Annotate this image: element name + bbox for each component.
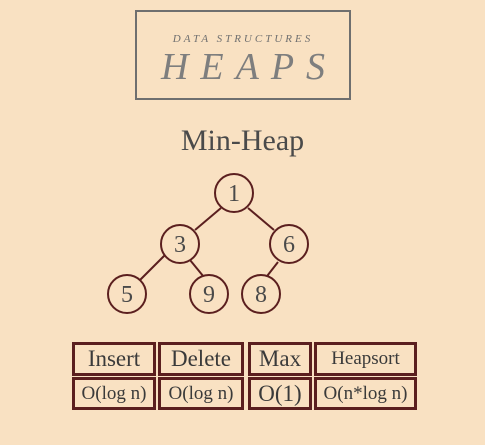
tree-nodes: [107, 173, 309, 314]
header-heapsort: Heapsort: [314, 342, 417, 376]
edge-1-3: [194, 207, 222, 231]
edge-1-6: [247, 207, 275, 231]
node-5-circle: [107, 274, 147, 314]
node-1-circle: [214, 173, 254, 213]
node-9-label: 9: [203, 282, 215, 308]
node-9-circle: [189, 274, 229, 314]
value-heapsort: O(n*log n): [314, 377, 417, 410]
node-5-label: 5: [121, 282, 133, 308]
node-3-label: 3: [174, 232, 186, 258]
header-delete: Delete: [158, 342, 244, 376]
node-8-circle: [241, 274, 281, 314]
value-max: O(1): [248, 377, 312, 410]
node-6-label: 6: [283, 232, 295, 258]
header-insert: Insert: [72, 342, 156, 376]
node-1-label: 1: [228, 181, 240, 207]
node-6-circle: [269, 224, 309, 264]
node-3-circle: [160, 224, 200, 264]
banner-title: HEAPS: [160, 46, 338, 88]
banner-subtitle: DATA STRUCTURES: [172, 33, 314, 45]
node-8-label: 8: [255, 282, 267, 308]
value-delete: O(log n): [158, 377, 244, 410]
title-banner: DATA STRUCTURES HEAPS: [135, 10, 351, 100]
header-max: Max: [248, 342, 312, 376]
value-insert: O(log n): [72, 377, 156, 410]
diagram-heading: Min-Heap: [180, 124, 305, 157]
edge-3-5: [139, 254, 166, 281]
